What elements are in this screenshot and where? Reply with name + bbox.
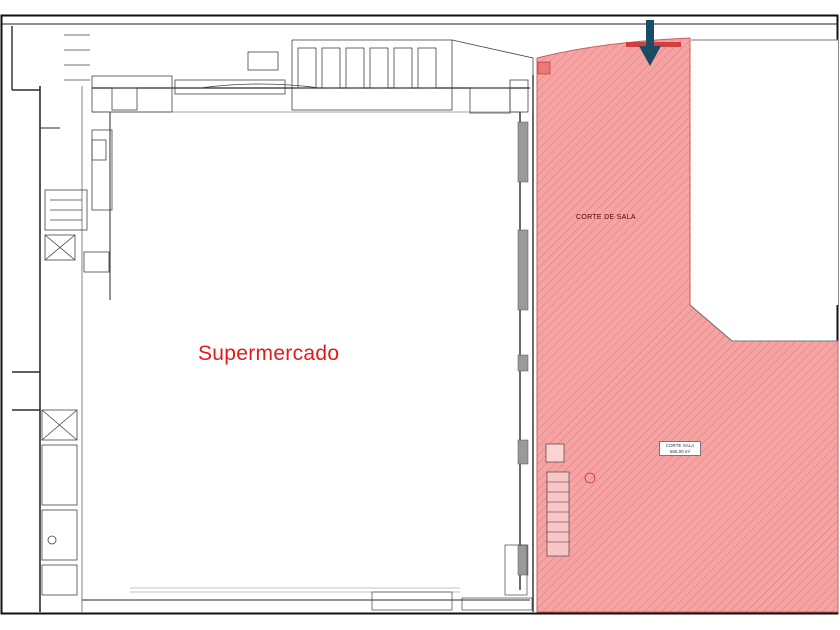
corte-area-box: CORTE SALA 665,00 m² [659,441,701,456]
plan-frame [0,14,839,615]
supermercado-label: Supermercado [198,342,340,365]
stair-block [545,443,596,557]
left-service-rooms [41,129,113,596]
top-service-rooms [64,34,534,114]
bottom-service-rooms [371,544,533,611]
supermarket-walls [11,26,534,612]
annex-white-zone [691,40,838,305]
corte-de-sala-label: CORTE DE SALA [576,214,636,221]
corte-area-box-value: 665,00 m² [669,449,691,454]
arrow-down-icon [639,20,661,66]
east-wall-columns [517,121,529,576]
corte-area-box-title: CORTE SALA [665,443,695,448]
